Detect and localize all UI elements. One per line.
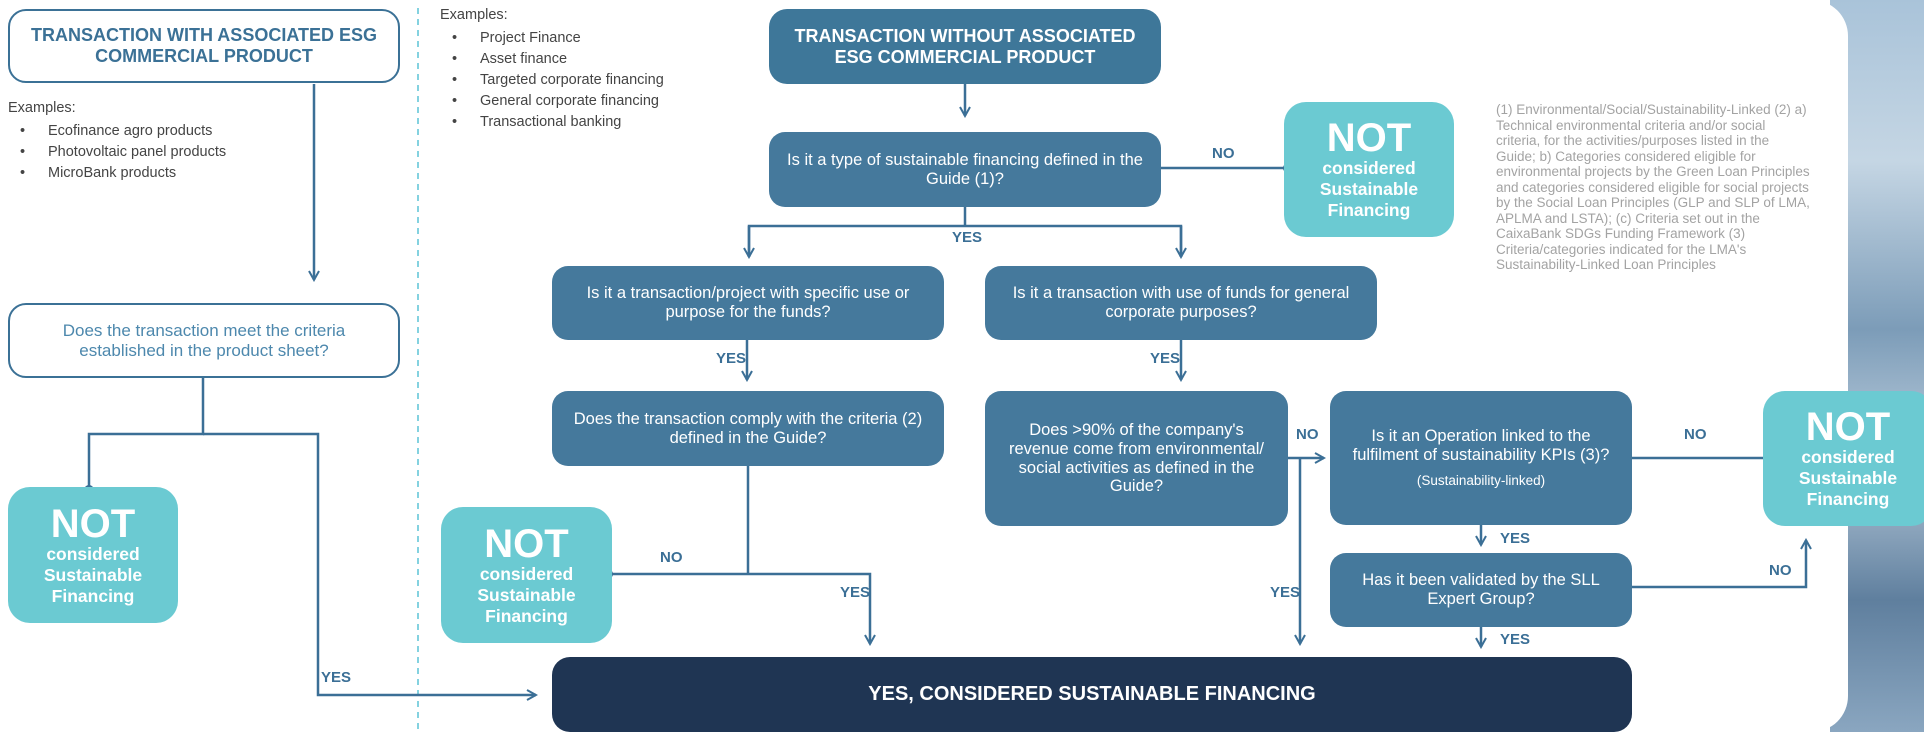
label-no: NO — [660, 549, 683, 566]
footnote: (1) Environmental/Social/Sustainability-… — [1496, 102, 1810, 272]
not-label: NOT — [484, 521, 569, 566]
list-item: Asset finance — [440, 49, 664, 70]
question-specific-use: Is it a transaction/project with specifi… — [552, 266, 944, 340]
label-yes: YES — [1270, 584, 1301, 601]
middle-examples: Examples: Project Finance Asset finance … — [440, 5, 664, 133]
label-no: NO — [1212, 145, 1235, 162]
arrow-comply-yes — [748, 572, 870, 644]
not-sustainable-right: NOT considered Sustainable Financing — [1763, 391, 1924, 526]
not-label: NOT — [50, 501, 136, 546]
left-header: TRANSACTION WITH ASSOCIATED ESG COMMERCI… — [8, 9, 400, 83]
main-header: TRANSACTION WITHOUT ASSOCIATED ESG COMME… — [769, 9, 1161, 84]
label-yes: YES — [840, 584, 871, 601]
list-item: MicroBank products — [8, 163, 226, 184]
question-kpi-subtitle: (Sustainability-linked) — [1416, 473, 1546, 489]
not-label: NOT — [1326, 116, 1412, 160]
not-sustainable-left: NOT considered Sustainable Financing — [8, 487, 178, 623]
question-general-purposes: Is it a transaction with use of funds fo… — [985, 266, 1377, 340]
left-examples-title: Examples: — [8, 100, 76, 116]
not-caption: considered Sustainable Financing — [1798, 447, 1898, 509]
line-left-no — [87, 378, 205, 490]
label-no: NO — [1769, 562, 1792, 579]
label-yes: YES — [1500, 530, 1531, 547]
list-item: Photovoltaic panel products — [8, 142, 226, 163]
left-examples: Examples: Ecofinance agro products Photo… — [8, 98, 226, 184]
line-left-yes — [203, 432, 536, 695]
label-yes: YES — [716, 350, 747, 367]
not-label: NOT — [1805, 405, 1891, 449]
label-yes: YES — [1150, 350, 1181, 367]
not-caption: considered Sustainable Financing — [477, 563, 576, 626]
question-sll-validated: Has it been validated by the SLL Expert … — [1330, 553, 1632, 627]
middle-examples-title: Examples: — [440, 7, 508, 23]
not-caption: considered Sustainable Financing — [43, 543, 143, 606]
label-yes: YES — [952, 229, 983, 246]
list-item: Ecofinance agro products — [8, 121, 226, 142]
question-revenue: Does >90% of the company's revenue come … — [985, 391, 1288, 526]
question-kpi-text: Is it an Operation linked to the fulfilm… — [1352, 427, 1610, 465]
list-item: Project Finance — [440, 28, 664, 49]
list-item: General corporate financing — [440, 91, 664, 112]
label-no: NO — [1296, 426, 1319, 443]
question-comply-criteria: Does the transaction comply with the cri… — [552, 391, 944, 466]
not-sustainable-top: NOT considered Sustainable Financing — [1284, 102, 1454, 237]
left-question: Does the transaction meet the criteria e… — [8, 303, 400, 378]
label-yes: YES — [1500, 631, 1531, 648]
label-yes: YES — [321, 669, 352, 686]
final-result-sustainable: YES, CONSIDERED SUSTAINABLE FINANCING — [552, 657, 1632, 732]
question-kpi-linked: Is it an Operation linked to the fulfilm… — [1330, 391, 1632, 525]
list-item: Targeted corporate financing — [440, 70, 664, 91]
label-no: NO — [1684, 426, 1707, 443]
arrow-sll-no — [1632, 540, 1806, 589]
question-sustainable-type: Is it a type of sustainable financing de… — [769, 132, 1161, 207]
not-sustainable-middle: NOT considered Sustainable Financing — [441, 507, 612, 643]
list-item: Transactional banking — [440, 112, 664, 133]
not-caption: considered Sustainable Financing — [1319, 158, 1419, 220]
